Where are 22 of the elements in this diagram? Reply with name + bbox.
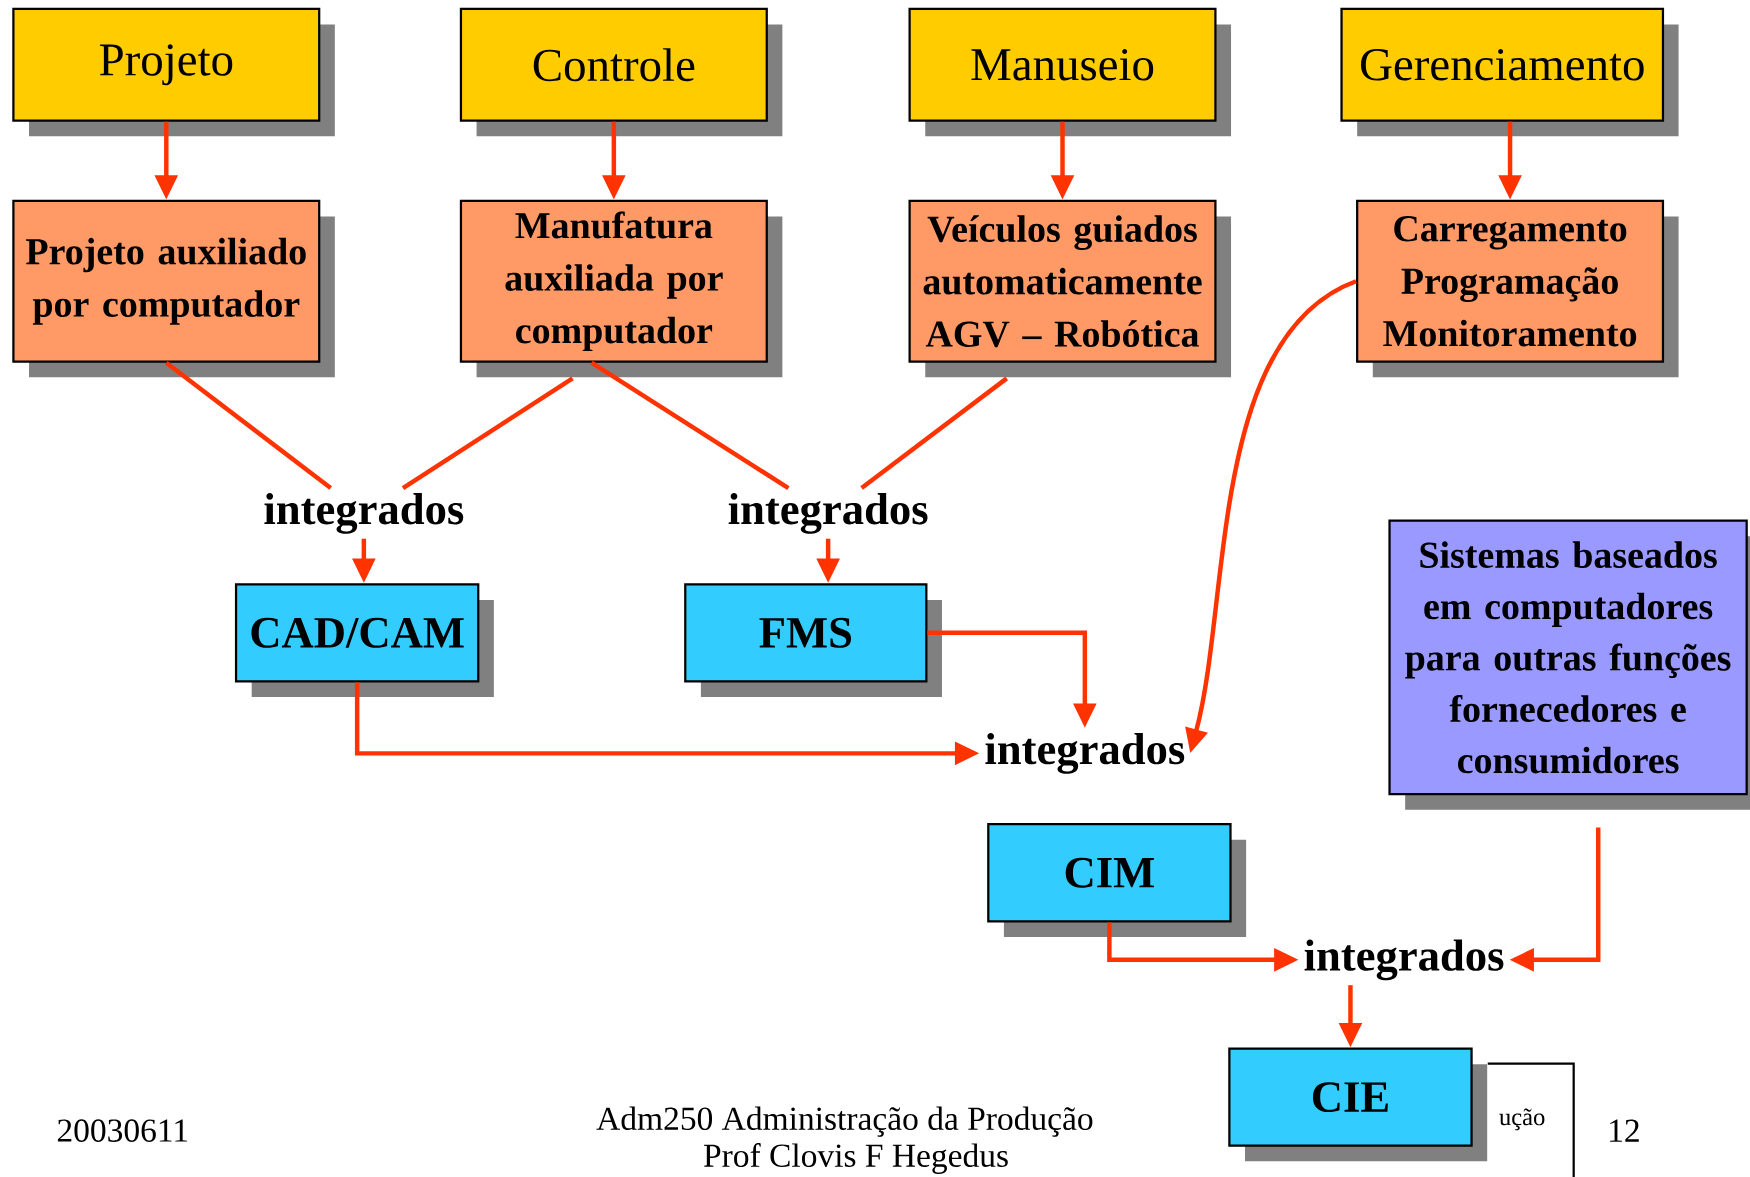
connector-text: integrados <box>985 732 1185 774</box>
process-box: Controle <box>459 7 783 136</box>
process-box: Projeto auxiliado por computador <box>12 199 335 377</box>
process-box: Sistemas baseados em computadores para outras funções fornecedores e consumidores <box>1388 519 1750 810</box>
system-box: CIM <box>987 822 1247 937</box>
text-box: ução <box>1487 1062 1575 1177</box>
connector-text: integrados <box>728 492 928 534</box>
footer-text: 20030611 <box>57 1119 188 1142</box>
footer-text: Prof Clovis F Hegedus <box>704 1142 1008 1174</box>
system-box: CIE <box>1228 1047 1488 1162</box>
process-box: Manufatura auxiliada por computador <box>459 199 783 377</box>
connector-text: integrados <box>264 492 464 534</box>
process-box: Carregamento Programação Monitoramento <box>1356 199 1679 377</box>
system-box: FMS <box>684 582 942 697</box>
system-box: CAD/CAM <box>234 582 494 697</box>
footer-text: Adm250 Administração da Produção <box>596 1106 1093 1137</box>
process-box: Projeto <box>12 7 335 136</box>
footer-text: 12 <box>1610 1119 1639 1142</box>
process-box: Manuseio <box>908 7 1232 136</box>
process-box: Gerenciamento <box>1340 7 1679 136</box>
process-box: Veículos guiados automaticamente AGV – Robótica <box>908 199 1232 377</box>
connector-text: integrados <box>1304 939 1504 980</box>
